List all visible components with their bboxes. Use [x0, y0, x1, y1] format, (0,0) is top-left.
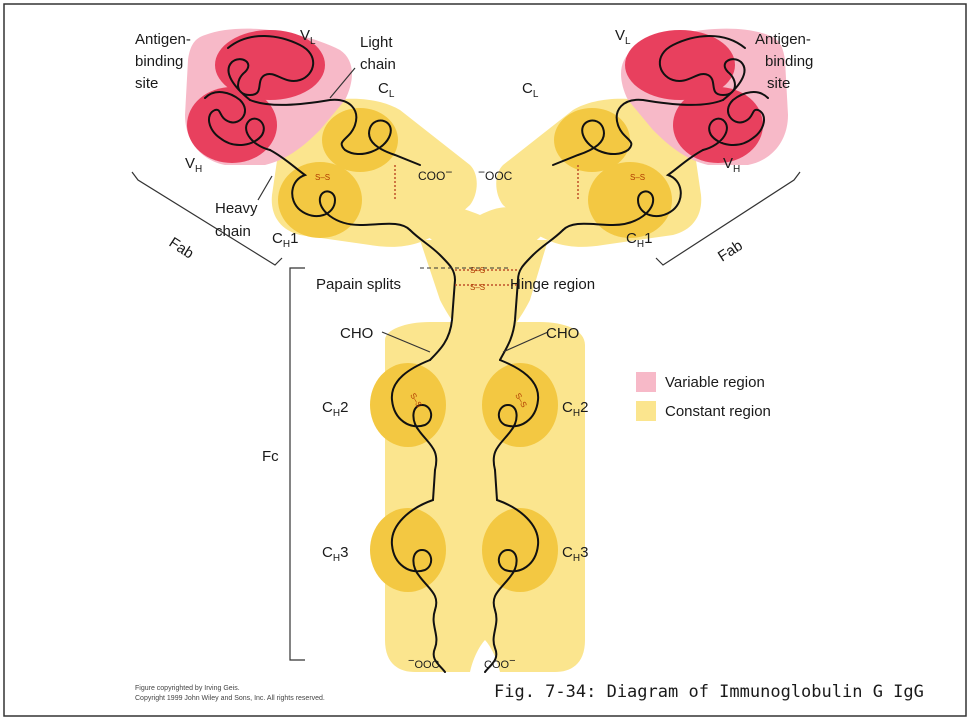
legend-label-constant: Constant region	[665, 403, 771, 420]
svg-text:Figure copyrighted by Irving G: Figure copyrighted by Irving Geis.	[135, 685, 240, 692]
svg-text:chain: chain	[215, 223, 251, 240]
legend-swatch-variable	[636, 372, 656, 392]
svg-text:Copyright 1999 John Wiley and: Copyright 1999 John Wiley and Sons, Inc.…	[135, 695, 325, 702]
svg-text:Light: Light	[360, 34, 393, 51]
ss-label-hinge-1: S–S	[470, 266, 485, 275]
ch2-domain-left	[370, 363, 446, 447]
ss-label-ch1-right: S–S	[630, 173, 645, 182]
svg-text:Antigen-: Antigen-	[755, 31, 811, 48]
ss-label-ch1-left: S–S	[315, 173, 330, 182]
cl-domain-right	[554, 108, 630, 172]
fc-label: Fc	[262, 448, 279, 465]
svg-text:site: site	[135, 75, 158, 92]
svg-text:Heavy: Heavy	[215, 200, 258, 217]
svg-text:binding: binding	[765, 53, 813, 70]
ss-label-hinge-2: S–S	[470, 283, 485, 292]
vh-domain-right	[673, 87, 763, 163]
hinge-region-label: Hinge region	[510, 276, 595, 293]
cho-label-left: CHO	[340, 325, 373, 342]
figure-caption: Fig. 7-34: Diagram of Immunoglobulin G I…	[494, 682, 924, 702]
ch3-domain-right	[482, 508, 558, 592]
svg-text:chain: chain	[360, 56, 396, 73]
svg-text:Antigen-: Antigen-	[135, 31, 191, 48]
svg-text:site: site	[767, 75, 790, 92]
legend-swatch-constant	[636, 401, 656, 421]
papain-splits-label: Papain splits	[316, 276, 401, 293]
legend-label-variable: Variable region	[665, 374, 765, 391]
svg-text:binding: binding	[135, 53, 183, 70]
cho-label-right: CHO	[546, 325, 579, 342]
ch3-domain-left	[370, 508, 446, 592]
